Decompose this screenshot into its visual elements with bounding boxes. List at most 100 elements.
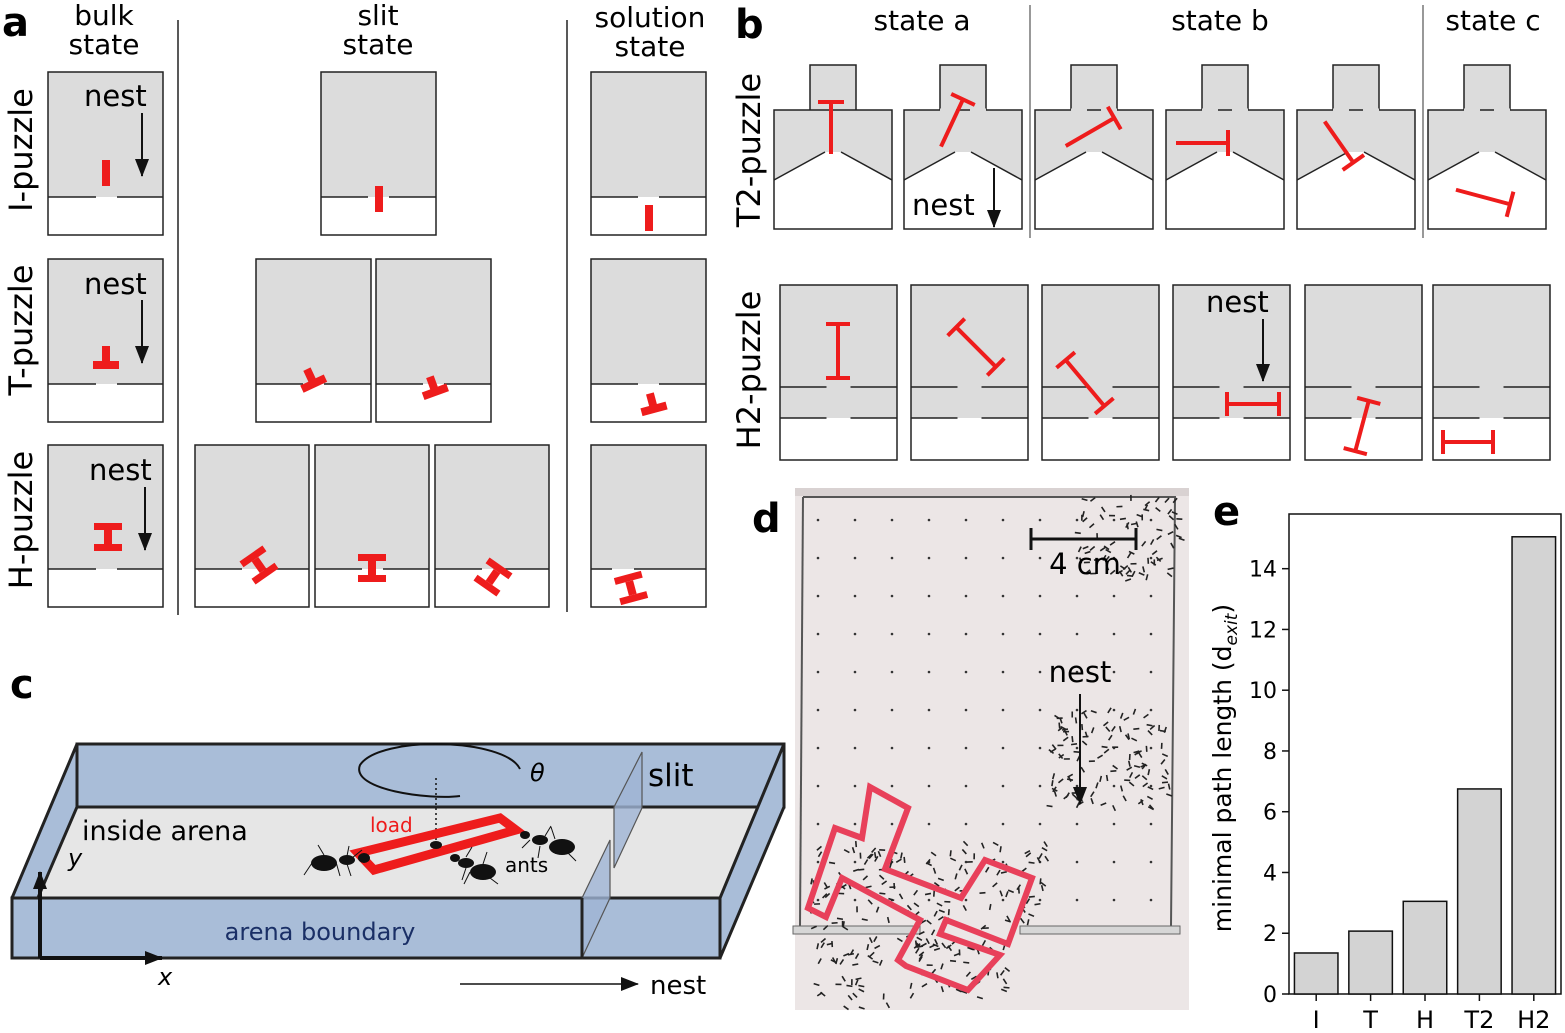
photo-ant	[1084, 569, 1091, 575]
photo-ant	[918, 951, 925, 957]
photo-ant	[1137, 799, 1144, 805]
photo-dot	[816, 860, 820, 864]
y-tick-label: 12	[1249, 618, 1277, 643]
photo-dot	[1038, 708, 1042, 712]
photo-dot	[1038, 632, 1042, 636]
photo-ant	[822, 925, 829, 931]
photo-ant	[1131, 737, 1138, 742]
photo-ant	[877, 850, 882, 858]
photo-ant	[958, 864, 963, 871]
y-tick-label: 0	[1263, 983, 1277, 1008]
photo-ant	[924, 892, 932, 896]
photo-ant	[1166, 793, 1173, 797]
photo-ant	[954, 873, 958, 880]
photo-ant	[852, 992, 858, 998]
photo-ant	[921, 982, 928, 988]
t-bulk-box: nest	[47, 258, 164, 423]
photo-ant	[1105, 564, 1110, 571]
x-tick-label: T	[1362, 1006, 1378, 1033]
photo-ant	[1083, 712, 1088, 719]
ant-icon	[450, 846, 499, 885]
photo-slit-wall-left	[792, 925, 921, 935]
h-load	[239, 545, 279, 585]
i-load	[375, 186, 383, 212]
photo-ant	[1081, 740, 1088, 746]
y-tick-label: 2	[1263, 922, 1277, 947]
photo-ant	[934, 938, 939, 945]
ants-label: ants	[505, 853, 548, 877]
h2-arena-box	[1432, 284, 1551, 461]
photo-ant	[1155, 507, 1161, 513]
photo-dot	[816, 556, 820, 560]
photo-ant	[1088, 523, 1095, 529]
photo-ant	[824, 892, 831, 899]
photo-ant	[810, 878, 813, 885]
photo-ant	[816, 943, 820, 950]
photo-dot	[853, 898, 857, 902]
photo-ant	[1100, 506, 1106, 513]
photo-ant	[1146, 723, 1153, 727]
photo-ant	[852, 963, 859, 966]
photo-dot	[1112, 594, 1116, 598]
photo-dot	[890, 518, 894, 522]
photo-ant	[1025, 852, 1032, 858]
photo-ant	[858, 868, 865, 871]
photo-ant	[1062, 736, 1069, 742]
photo-dot	[1038, 670, 1042, 674]
photo-dot	[964, 822, 968, 826]
state-a-header: state a	[874, 4, 971, 37]
photo-ant	[1000, 870, 1008, 874]
photo-ant	[835, 958, 839, 965]
i-load	[102, 160, 110, 186]
photo-dot	[1075, 822, 1079, 826]
photo-ant	[863, 859, 869, 866]
photo-ant	[961, 848, 967, 855]
photo-ant	[1082, 517, 1088, 523]
photo-ant	[1156, 528, 1163, 532]
h2-arena-box	[910, 284, 1029, 461]
photo-ant	[1093, 558, 1101, 561]
y-axis-title: minimal path length (dexit)	[1208, 604, 1242, 932]
photo-dot	[1149, 594, 1153, 598]
photo-ant	[1104, 555, 1110, 562]
photo-ant	[1133, 764, 1141, 769]
photo-ant	[1095, 782, 1099, 789]
h2-load	[1441, 430, 1495, 454]
photo-dot	[1001, 594, 1005, 598]
photo-ant	[1089, 496, 1096, 502]
panel-c: c θ	[10, 662, 786, 1001]
slit-label: slit	[648, 758, 694, 794]
photo-ant	[1133, 750, 1140, 754]
photo-ant	[1000, 988, 1008, 993]
photo-ant	[1145, 574, 1149, 581]
photo-ant	[855, 977, 862, 981]
photo-dot	[964, 784, 968, 788]
photo-dot	[1112, 822, 1116, 826]
photo-ant	[918, 954, 924, 961]
ant-icon	[520, 825, 577, 862]
photo-ant	[819, 991, 826, 997]
photo-ant	[1103, 748, 1110, 754]
photo-ant	[1038, 853, 1043, 860]
photo-ant	[1138, 572, 1145, 576]
photo-ant	[1161, 775, 1168, 780]
photo-ant	[1099, 514, 1105, 521]
photo-dot	[1001, 708, 1005, 712]
photo-ant	[1002, 978, 1008, 985]
photo-ant	[1070, 743, 1078, 746]
photo-ant	[1144, 501, 1151, 507]
photo-ant	[1081, 497, 1088, 502]
photo-ant	[879, 892, 886, 895]
photo-dot	[1075, 632, 1079, 636]
photo-ant	[938, 909, 945, 913]
photo-ant	[1074, 531, 1081, 535]
photo-ant	[961, 990, 968, 994]
photo-dot	[853, 670, 857, 674]
photo-ant	[992, 882, 998, 888]
photo-ant	[1164, 768, 1169, 775]
photo-ant	[1154, 496, 1160, 503]
photo-ant	[1097, 754, 1104, 759]
photo-ant	[874, 855, 879, 862]
photo-dot	[1001, 860, 1005, 864]
photo-dot	[1001, 670, 1005, 674]
